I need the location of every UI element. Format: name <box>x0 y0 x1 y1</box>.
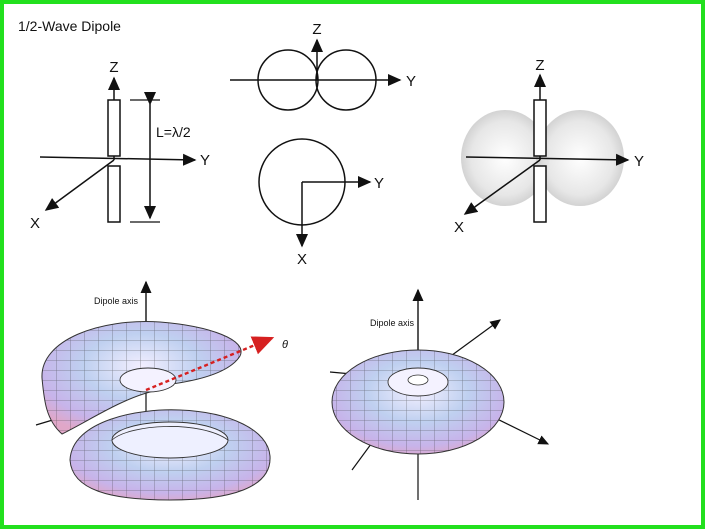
y-label-azimuth: Y <box>374 175 384 192</box>
x-label-azimuth: X <box>297 251 307 268</box>
z-label-right: Z <box>535 57 544 74</box>
y-label-left: Y <box>200 152 210 169</box>
y-label-elevation: Y <box>406 73 416 90</box>
y-label-right: Y <box>634 153 644 170</box>
dipole-lower-rod-right <box>533 165 547 223</box>
x-label-right: X <box>454 219 464 236</box>
y-axis-right <box>465 153 630 166</box>
x-axis-left <box>44 159 115 211</box>
diagram-title: 1/2-Wave Dipole <box>18 18 121 34</box>
dipole-left: Z Y X L=λ/2 <box>30 59 210 232</box>
cutaway-torus: Dipole axis θ <box>35 280 288 501</box>
dipole-upper-rod <box>107 99 121 157</box>
x-label-left: X <box>30 215 40 232</box>
z-label-left: Z <box>109 59 118 76</box>
dipole-right: Z Y X <box>454 57 644 236</box>
dipole-axis-label-left: Dipole axis <box>94 296 139 306</box>
z-label-elevation: Z <box>312 21 321 38</box>
azimuth-pattern: Y X <box>258 138 384 268</box>
y-axis-left <box>39 153 197 166</box>
x-axis-right <box>463 159 541 215</box>
dipole-lower-rod <box>107 165 121 223</box>
elevation-pattern: Z Y <box>230 21 416 111</box>
theta-label: θ <box>282 339 288 351</box>
theta-direction-arrow <box>145 336 275 392</box>
dipole-axis-label-right: Dipole axis <box>370 318 415 328</box>
length-label: L=λ/2 <box>156 124 191 140</box>
dipole-upper-rod-right <box>533 99 547 157</box>
full-torus: Dipole axis <box>329 288 550 500</box>
